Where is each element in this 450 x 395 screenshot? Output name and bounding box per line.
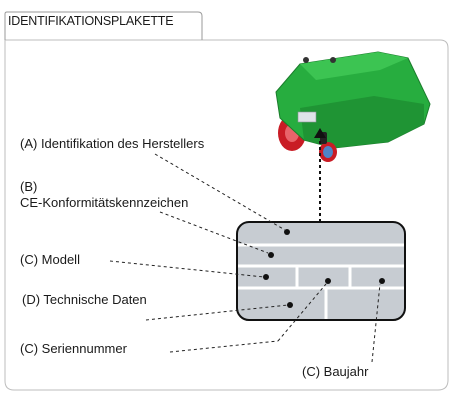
mower-id-plate: [297, 111, 317, 123]
callout-model: (C) Modell: [20, 252, 80, 267]
callout-ce-text: CE-Konformitätskennzeichen: [20, 195, 189, 210]
callout-ce-marking: (B) CE-Konformitätskennzeichen: [20, 179, 188, 211]
leader-manufacturer: [154, 153, 286, 231]
leader-serial-a: [169, 340, 279, 353]
plate-dot-year: [379, 278, 385, 284]
plate-dot-model: [263, 274, 269, 280]
callout-serial-number: (C) Seriennummer: [20, 341, 127, 356]
leader-model: [109, 260, 265, 278]
leader-year: [371, 283, 381, 363]
plate-dot-ce: [268, 252, 274, 258]
identification-plate: [236, 221, 406, 321]
callout-manufacturer: (A) Identifikation des Herstellers: [20, 136, 205, 151]
plate-dot-serial: [325, 278, 331, 284]
tab-title: IDENTIFIKATIONSPLAKETTE: [8, 14, 174, 28]
callout-build-year: (C) Baujahr: [302, 364, 369, 379]
mower-illustration: [275, 51, 431, 162]
plate-arrow: [314, 128, 326, 222]
callout-technical-data: (D) Technische Daten: [22, 292, 147, 307]
callout-ce-prefix: (B): [20, 179, 38, 194]
leader-lines: [109, 153, 381, 363]
plate-dot-manufacturer: [284, 229, 290, 235]
leader-ce: [159, 211, 269, 254]
plate-dot-technical: [287, 302, 293, 308]
leader-serial-b: [277, 283, 327, 342]
